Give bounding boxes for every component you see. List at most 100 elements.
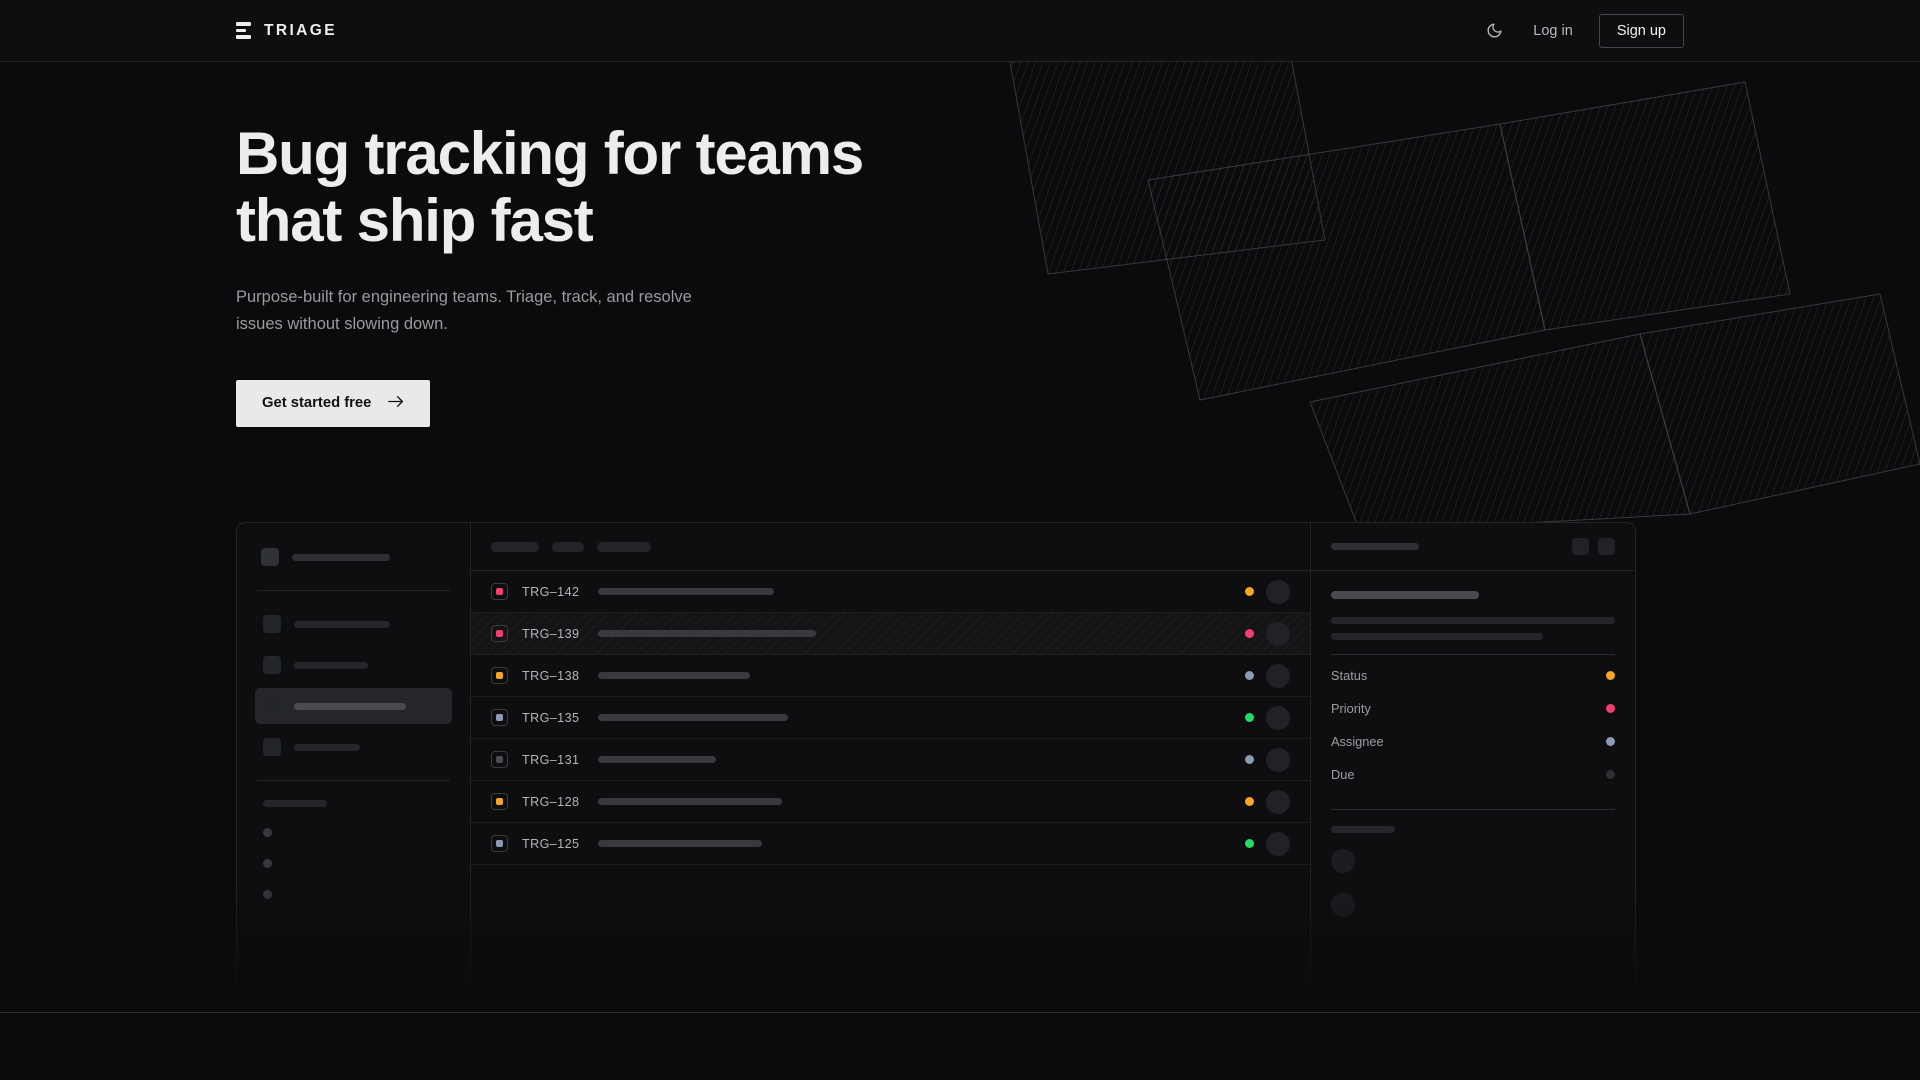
meta-value-dot	[1606, 770, 1615, 779]
bullet-icon	[263, 890, 272, 899]
meta-value-dot	[1606, 671, 1615, 680]
sidebar-subitem-3[interactable]	[255, 879, 452, 910]
sidebar-item-1[interactable]	[255, 606, 452, 642]
signup-button[interactable]: Sign up	[1598, 13, 1684, 48]
workspace-switcher[interactable]	[255, 539, 452, 575]
detail-actions	[1572, 538, 1615, 555]
bullet-icon	[263, 859, 272, 868]
issue-id: TRG–138	[522, 668, 580, 683]
detail-avatar-2	[1331, 893, 1355, 917]
detail-footer-label	[1331, 826, 1395, 833]
detail-title-skeleton	[1331, 543, 1419, 550]
meta-label: Status	[1331, 668, 1368, 683]
priority-icon	[491, 793, 508, 810]
sidebar-subitem-2[interactable]	[255, 848, 452, 879]
headline-line-1: Bug tracking for teams	[236, 120, 864, 187]
assignee-avatar	[1266, 621, 1290, 646]
status-dot	[1245, 755, 1254, 764]
detail-body-line-2	[1331, 633, 1543, 640]
bullet-icon	[263, 828, 272, 837]
meta-label: Due	[1331, 767, 1355, 782]
detail-action-2-icon[interactable]	[1598, 538, 1615, 555]
app-sidebar	[237, 523, 471, 1011]
issue-row-meta	[1245, 621, 1290, 646]
issue-id: TRG–128	[522, 794, 580, 809]
meta-value-dot	[1606, 737, 1615, 746]
assignee-avatar	[1266, 663, 1290, 688]
detail-action-1-icon[interactable]	[1572, 538, 1589, 555]
sidebar-item-2[interactable]	[255, 647, 452, 683]
sidebar-item-label	[294, 661, 368, 669]
detail-avatar-1	[1331, 849, 1355, 873]
sidebar-item-icon	[263, 697, 281, 715]
stacked-bars-icon	[236, 22, 251, 39]
detail-header	[1311, 523, 1635, 571]
detail-divider	[1331, 654, 1615, 655]
issue-row-meta	[1245, 579, 1290, 604]
status-dot	[1245, 797, 1254, 806]
issue-title-skeleton	[598, 714, 788, 721]
issue-title-skeleton	[598, 756, 716, 763]
hero-subhead: Purpose-built for engineering teams. Tri…	[236, 288, 692, 334]
toolbar-filter-3[interactable]	[597, 541, 651, 552]
issue-title-skeleton	[598, 588, 774, 595]
sidebar-divider-top	[257, 590, 450, 591]
issue-row[interactable]: TRG–128	[471, 781, 1310, 823]
detail-meta-row[interactable]: Due	[1331, 758, 1615, 791]
assignee-avatar	[1266, 747, 1290, 772]
detail-heading-skeleton	[1331, 591, 1479, 599]
sidebar-item-4[interactable]	[255, 729, 452, 765]
sidebar-section-label	[255, 796, 452, 817]
list-toolbar	[471, 523, 1310, 571]
toolbar-filter-2[interactable]	[552, 541, 584, 552]
arrow-right-icon	[388, 395, 404, 412]
page-divider	[0, 1012, 1920, 1013]
footer-area	[0, 1013, 1920, 1080]
issue-row[interactable]: TRG–135	[471, 697, 1310, 739]
issue-title-skeleton	[598, 840, 762, 847]
detail-meta-row[interactable]: Priority	[1331, 692, 1615, 725]
workspace-name-skeleton	[292, 553, 390, 561]
issue-title-skeleton	[598, 630, 816, 637]
sidebar-item-icon	[263, 656, 281, 674]
status-dot	[1245, 629, 1254, 638]
sidebar-item-label	[294, 620, 390, 628]
issue-row[interactable]: TRG–131	[471, 739, 1310, 781]
workspace-avatar	[261, 548, 279, 566]
meta-label: Priority	[1331, 701, 1371, 716]
hero-section: Bug tracking for teams that ship fast Pu…	[236, 120, 864, 427]
priority-icon	[491, 751, 508, 768]
assignee-avatar	[1266, 789, 1290, 814]
sidebar-item-3-active[interactable]	[255, 688, 452, 724]
detail-meta-row[interactable]: Assignee	[1331, 725, 1615, 758]
detail-meta-row[interactable]: Status	[1331, 659, 1615, 692]
issue-row-meta	[1245, 747, 1290, 772]
site-header: TRIAGE Log in Sign up	[0, 0, 1920, 62]
sidebar-nav	[255, 606, 452, 765]
status-dot	[1245, 713, 1254, 722]
toolbar-filter-1[interactable]	[491, 541, 539, 552]
issue-row[interactable]: TRG–125	[471, 823, 1310, 865]
assignee-avatar	[1266, 579, 1290, 604]
sidebar-subitem-1[interactable]	[255, 817, 452, 848]
brand-name: TRIAGE	[264, 21, 337, 39]
issue-row[interactable]: TRG–138	[471, 655, 1310, 697]
priority-icon	[491, 667, 508, 684]
brand-logo[interactable]: TRIAGE	[236, 22, 337, 40]
status-dot	[1245, 671, 1254, 680]
moon-icon[interactable]	[1481, 18, 1507, 44]
sidebar-item-icon	[263, 615, 281, 633]
issue-title-skeleton	[598, 672, 750, 679]
issue-row-meta	[1245, 789, 1290, 814]
issue-row[interactable]: TRG–142	[471, 571, 1310, 613]
get-started-button[interactable]: Get started free	[236, 379, 431, 427]
login-link[interactable]: Log in	[1533, 22, 1573, 39]
header-nav: Log in Sign up	[1481, 13, 1684, 48]
meta-value-dot	[1606, 704, 1615, 713]
issue-row[interactable]: TRG–139	[471, 613, 1310, 655]
